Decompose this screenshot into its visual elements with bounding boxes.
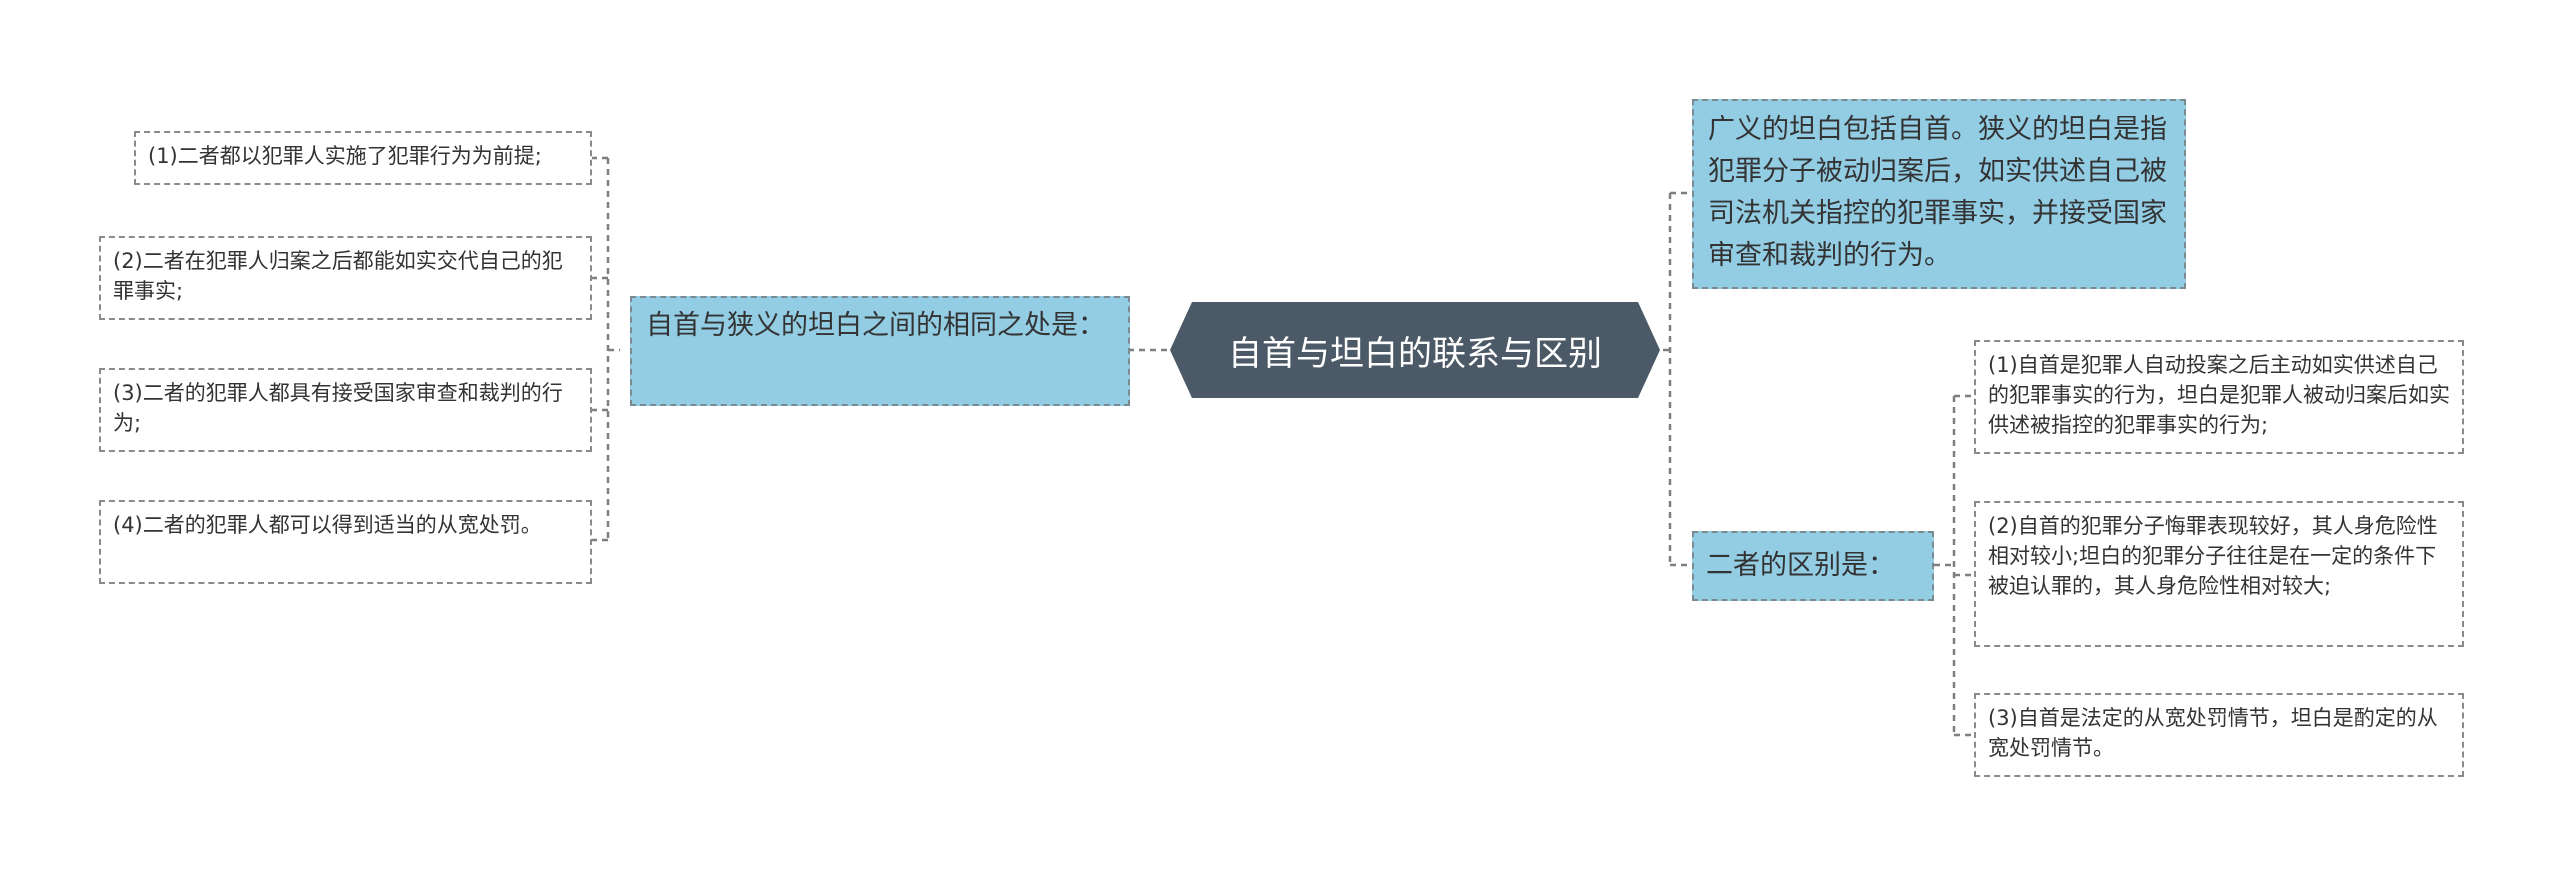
difference-item-3-text: (3)自首是法定的从宽处罚情节，坦白是酌定的从宽处罚情节。 [1988,706,2438,760]
difference-node-label: 二者的区别是： [1706,550,1895,581]
difference-item-1[interactable]: (1)自首是犯罪人自动投案之后主动如实供述自己的犯罪事实的行为，坦白是犯罪人被动… [1974,340,2464,454]
left-item-3-text: (3)二者的犯罪人都具有接受国家审查和裁判的行为; [113,381,563,435]
left-item-1[interactable]: (1)二者都以犯罪人实施了犯罪行为为前提; [134,131,592,185]
left-item-4-text: (4)二者的犯罪人都可以得到适当的从宽处罚。 [113,513,542,537]
root-node-shape [1170,302,1660,398]
definition-node-label: 广义的坦白包括自首。狭义的坦白是指犯罪分子被动归案后，如实供述自己被司法机关指控… [1708,114,2167,271]
left-item-1-text: (1)二者都以犯罪人实施了犯罪行为为前提; [148,144,542,168]
left-branch-label: 自首与狭义的坦白之间的相同之处是： [646,310,1105,341]
root-node-label: 自首与坦白的联系与区别 [1228,333,1602,374]
left-item-2-text: (2)二者在犯罪人归案之后都能如实交代自己的犯罪事实; [113,249,563,303]
left-branch-node[interactable]: 自首与狭义的坦白之间的相同之处是： [630,296,1130,406]
left-item-2[interactable]: (2)二者在犯罪人归案之后都能如实交代自己的犯罪事实; [99,236,592,320]
difference-item-2[interactable]: (2)自首的犯罪分子悔罪表现较好，其人身危险性相对较小;坦白的犯罪分子往往是在一… [1974,501,2464,647]
difference-node[interactable]: 二者的区别是： [1692,531,1934,601]
left-item-4[interactable]: (4)二者的犯罪人都可以得到适当的从宽处罚。 [99,500,592,584]
root-node[interactable]: 自首与坦白的联系与区别 [1170,302,1660,398]
left-item-3[interactable]: (3)二者的犯罪人都具有接受国家审查和裁判的行为; [99,368,592,452]
definition-node[interactable]: 广义的坦白包括自首。狭义的坦白是指犯罪分子被动归案后，如实供述自己被司法机关指控… [1692,99,2186,289]
difference-item-1-text: (1)自首是犯罪人自动投案之后主动如实供述自己的犯罪事实的行为，坦白是犯罪人被动… [1988,353,2450,437]
difference-item-3[interactable]: (3)自首是法定的从宽处罚情节，坦白是酌定的从宽处罚情节。 [1974,693,2464,777]
difference-item-2-text: (2)自首的犯罪分子悔罪表现较好，其人身危险性相对较小;坦白的犯罪分子往往是在一… [1988,514,2438,598]
